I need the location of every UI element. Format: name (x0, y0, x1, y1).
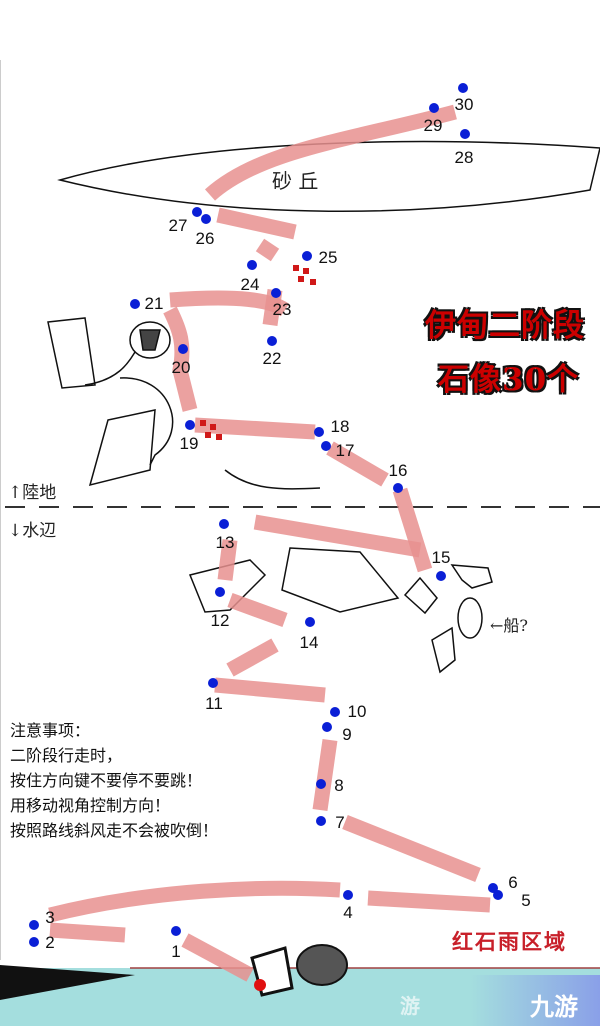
statue-number-25: 25 (319, 248, 338, 267)
statue-dot-15 (436, 571, 446, 581)
statue-number-13: 13 (216, 533, 235, 552)
statue-number-30: 30 (455, 95, 474, 114)
statue-dot-10 (330, 707, 340, 717)
statue-number-9: 9 (342, 725, 351, 744)
statue-number-2: 2 (45, 933, 54, 952)
statue-dot-4 (343, 890, 353, 900)
statue-dot-18 (314, 427, 324, 437)
statue-dot-20 (178, 344, 188, 354)
statue-dot-7 (316, 816, 326, 826)
route-path (48, 104, 491, 982)
statue-dot-9 (322, 722, 332, 732)
red-stone-area-label: 红石雨区域 (452, 929, 567, 954)
notes: 注意事项： 二阶段行走时， 按住方向键不要停不要跳！ 用移动视角控制方向！ 按照… (10, 718, 218, 843)
note-line: 用移动视角控制方向！ (10, 796, 171, 815)
statue-dot-28 (460, 129, 470, 139)
statue-number-6: 6 (508, 873, 517, 892)
statue-dot-21 (130, 299, 140, 309)
red-stone-markers (200, 265, 316, 440)
boat-label: ←船? (490, 616, 528, 635)
statue-dot-26 (201, 214, 211, 224)
statue-number-12: 12 (211, 611, 230, 630)
statue-dot-27 (192, 207, 202, 217)
statue-number-3: 3 (45, 908, 54, 927)
statue-number-28: 28 (455, 148, 474, 167)
statue-dot-29 (429, 103, 439, 113)
statue-number-22: 22 (263, 349, 282, 368)
statue-dot-22 (267, 336, 277, 346)
statue-number-18: 18 (331, 417, 350, 436)
land-label: ↑陸地 (8, 483, 57, 503)
sand-dune-outline (57, 140, 600, 213)
water-label: ↓水辺 (8, 521, 57, 541)
statue-dot-30 (458, 83, 468, 93)
note-line: 按住方向键不要停不要跳！ (10, 771, 203, 790)
statue-number-26: 26 (196, 229, 215, 248)
statue-dot-17 (321, 441, 331, 451)
note-line: 二阶段行走时， (10, 746, 123, 765)
statue-number-5: 5 (521, 891, 530, 910)
statue-dot-3 (29, 920, 39, 930)
statue-dot-6 (488, 883, 498, 893)
map-title-line1: 伊甸二阶段 (425, 308, 585, 344)
statue-number-1: 1 (171, 942, 180, 961)
statue-number-19: 19 (180, 434, 199, 453)
statue-dot-19 (185, 420, 195, 430)
obstacles (47, 317, 493, 674)
statue-number-14: 14 (300, 633, 319, 652)
boat-start (250, 944, 348, 997)
statue-dot-1 (171, 926, 181, 936)
black-rock (0, 965, 135, 1000)
statue-dot-25 (302, 251, 312, 261)
dune-label: 砂 丘 (272, 169, 319, 193)
statue-number-21: 21 (145, 294, 164, 313)
statue-dot-11 (208, 678, 218, 688)
statue-dot-5 (493, 890, 503, 900)
statue-number-17: 17 (336, 441, 355, 460)
statue-number-8: 8 (334, 776, 343, 795)
statue-number-23: 23 (273, 300, 292, 319)
statue-number-27: 27 (169, 216, 188, 235)
statue-number-16: 16 (389, 461, 408, 480)
statue-number-29: 29 (424, 116, 443, 135)
statue-dot-12 (215, 587, 225, 597)
statue-dot-2 (29, 937, 39, 947)
statue-dot-13 (219, 519, 229, 529)
statue-number-11: 11 (205, 694, 223, 713)
statue-dot-14 (305, 617, 315, 627)
statue-number-15: 15 (432, 548, 451, 567)
statue-number-20: 20 (172, 358, 191, 377)
statue-number-24: 24 (241, 275, 260, 294)
statue-dot-16 (393, 483, 403, 493)
statue-number-7: 7 (335, 813, 344, 832)
statue-number-10: 10 (348, 702, 367, 721)
start-marker (254, 979, 266, 991)
note-line: 按照路线斜风走不会被吹倒！ (10, 821, 219, 840)
note-line: 注意事项： (10, 721, 91, 740)
statue-dot-8 (316, 779, 326, 789)
watermark-faded: 游 (400, 994, 420, 1018)
statue-dot-23 (271, 288, 281, 298)
map-title-line2: 石像30个 (438, 362, 580, 398)
statue-number-4: 4 (343, 903, 352, 922)
statue-dot-24 (247, 260, 257, 270)
watermark-logo: 九游 (530, 993, 578, 1021)
